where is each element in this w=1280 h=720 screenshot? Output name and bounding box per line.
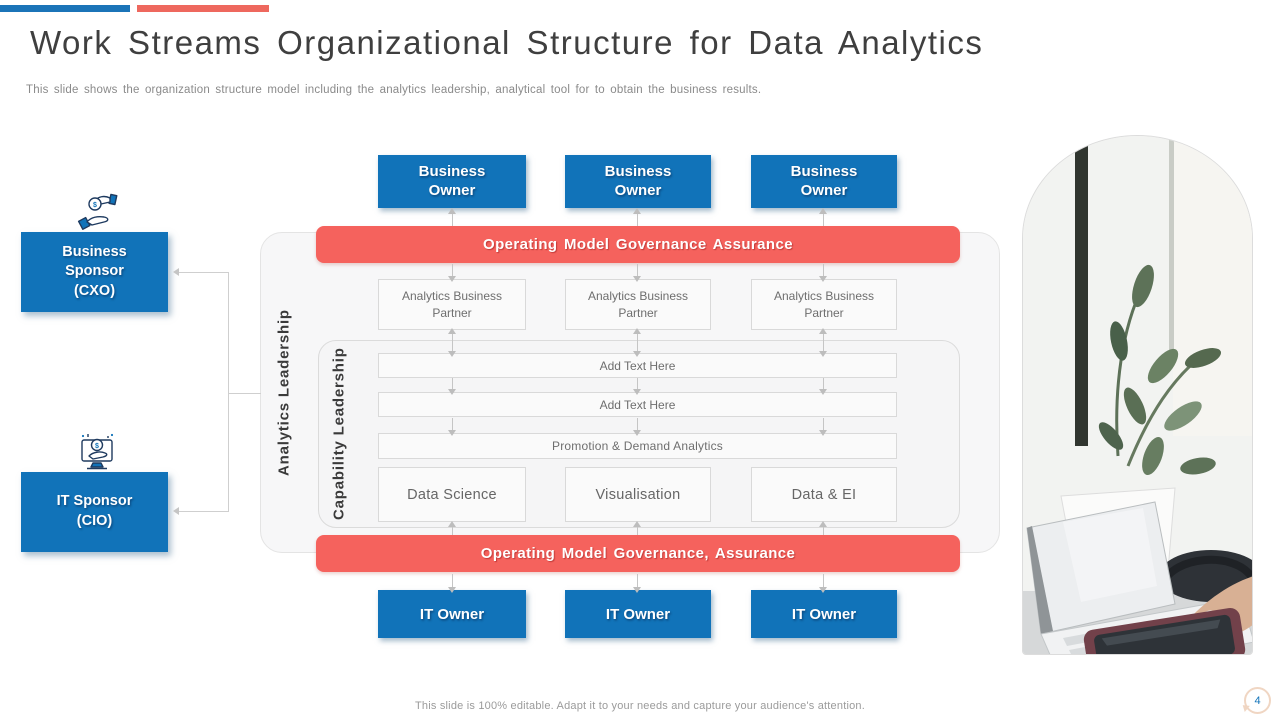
- business-sponsor-label: Business Sponsor (CXO): [62, 243, 127, 299]
- flow-arrow-both: [633, 328, 641, 357]
- add-text-row-2[interactable]: Add Text Here: [378, 392, 897, 417]
- business-owner-box[interactable]: Business Owner: [751, 155, 897, 208]
- flow-arrow-down: [819, 574, 827, 593]
- flow-arrow-down: [448, 418, 456, 436]
- it-owner-box[interactable]: IT Owner: [565, 590, 711, 638]
- flow-arrow-both: [819, 328, 827, 357]
- analytics-business-partner-label: Analytics Business Partner: [773, 289, 875, 320]
- business-owner-label: Business Owner: [604, 162, 672, 199]
- it-owner-label: IT Owner: [791, 605, 857, 623]
- business-owner-label: Business Owner: [790, 162, 858, 199]
- arrow-to-business-sponsor: [173, 268, 228, 276]
- promotion-demand-analytics-row[interactable]: Promotion & Demand Analytics: [378, 433, 897, 459]
- it-sponsor-label: IT Sponsor (CIO): [56, 493, 133, 529]
- it-owner-label: IT Owner: [605, 605, 671, 623]
- flow-arrow-down: [633, 574, 641, 593]
- flow-arrow-both: [448, 328, 456, 357]
- flow-arrow-down: [633, 378, 641, 395]
- dollar-glyph: $: [95, 443, 99, 450]
- flow-arrow-up: [448, 208, 456, 226]
- analytics-business-partner-box[interactable]: Analytics Business Partner: [751, 279, 897, 330]
- sponsor-connector-vertical: [228, 272, 229, 512]
- page-title: Work Streams Organizational Structure fo…: [30, 24, 984, 61]
- flow-arrow-up: [448, 521, 456, 535]
- arrow-to-it-sponsor: [173, 507, 228, 515]
- accent-bar-blue: [0, 5, 130, 12]
- it-owner-box[interactable]: IT Owner: [751, 590, 897, 638]
- flow-arrow-down: [448, 264, 456, 282]
- analytics-business-partner-box[interactable]: Analytics Business Partner: [378, 279, 526, 330]
- data-ei-box[interactable]: Data & EI: [751, 467, 897, 522]
- footer-note: This slide is 100% editable. Adapt it to…: [415, 700, 865, 712]
- flow-arrow-down: [819, 264, 827, 282]
- business-sponsor-box[interactable]: Business Sponsor (CXO): [21, 232, 168, 312]
- flow-arrow-up: [633, 521, 641, 535]
- accent-bar-red: [137, 5, 269, 12]
- it-owner-label: IT Owner: [419, 605, 485, 623]
- plant-leaves: [1098, 264, 1222, 476]
- flow-arrow-up: [633, 208, 641, 226]
- flow-arrow-up: [819, 208, 827, 226]
- bottom-governance-banner[interactable]: Operating Model Governance, Assurance: [316, 535, 960, 572]
- business-owner-label: Business Owner: [418, 162, 486, 199]
- flow-arrow-up: [819, 521, 827, 535]
- analytics-business-partner-label: Analytics Business Partner: [587, 289, 689, 320]
- phone: [1083, 607, 1246, 654]
- analytics-business-partner-box[interactable]: Analytics Business Partner: [565, 279, 711, 330]
- workspace-photo: [1022, 135, 1253, 655]
- business-owner-box[interactable]: Business Owner: [565, 155, 711, 208]
- monitor-dollar-icon: $: [78, 432, 118, 477]
- data-science-box[interactable]: Data Science: [378, 467, 526, 522]
- flow-arrow-down: [448, 574, 456, 593]
- it-sponsor-box[interactable]: IT Sponsor (CIO): [21, 472, 168, 552]
- flow-arrow-down: [633, 418, 641, 436]
- slide-subtitle: This slide shows the organization struct…: [26, 84, 762, 96]
- flow-arrow-down: [448, 378, 456, 395]
- visualisation-box[interactable]: Visualisation: [565, 467, 711, 522]
- analytics-leadership-label: Analytics Leadership: [275, 309, 293, 476]
- capability-leadership-label: Capability Leadership: [330, 347, 348, 521]
- sponsor-connector-horizontal: [228, 393, 261, 394]
- flow-arrow-down: [819, 378, 827, 395]
- add-text-row-1[interactable]: Add Text Here: [378, 353, 897, 378]
- page-number: 4: [1254, 694, 1261, 707]
- it-owner-box[interactable]: IT Owner: [378, 590, 526, 638]
- hands-giving-coin-icon: $: [74, 191, 122, 236]
- dollar-glyph: $: [93, 202, 97, 209]
- page-number-badge: 4: [1244, 687, 1271, 714]
- top-governance-banner[interactable]: Operating Model Governance Assurance: [316, 226, 960, 263]
- business-owner-box[interactable]: Business Owner: [378, 155, 526, 208]
- analytics-business-partner-label: Analytics Business Partner: [401, 289, 503, 320]
- flow-arrow-down: [633, 264, 641, 282]
- flow-arrow-down: [819, 418, 827, 436]
